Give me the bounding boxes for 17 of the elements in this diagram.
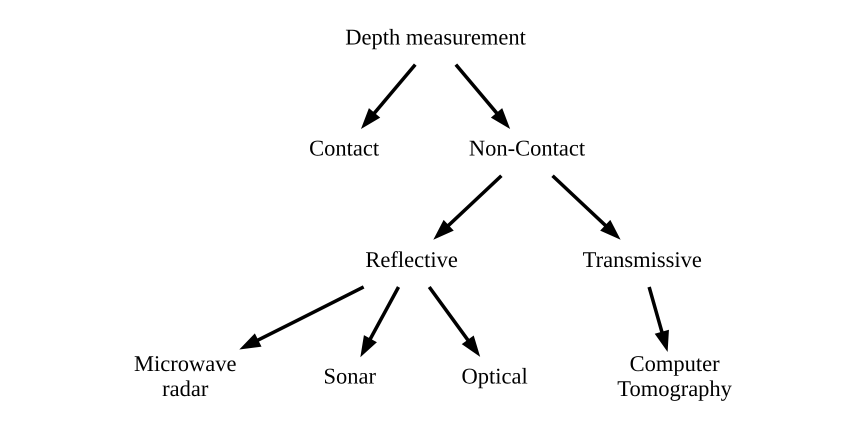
arrow <box>360 286 400 358</box>
arrow <box>550 174 620 240</box>
node-text: Sonar <box>323 363 376 388</box>
node-text: Microwave radar <box>134 350 236 402</box>
node-text: Computer Tomography <box>616 350 732 402</box>
arrow <box>238 285 364 350</box>
arrow <box>427 286 480 357</box>
arrow <box>646 286 668 352</box>
node-text: Contact <box>308 136 379 161</box>
node-text: Reflective <box>364 246 458 272</box>
node-text: Optical <box>461 363 528 388</box>
arrow <box>454 64 510 130</box>
node-text: Non-Contact <box>468 136 585 161</box>
arrow <box>360 64 416 130</box>
arrow <box>432 174 502 240</box>
node-text: Transmissive <box>582 246 702 272</box>
node-text: Depth measurement <box>344 24 526 50</box>
